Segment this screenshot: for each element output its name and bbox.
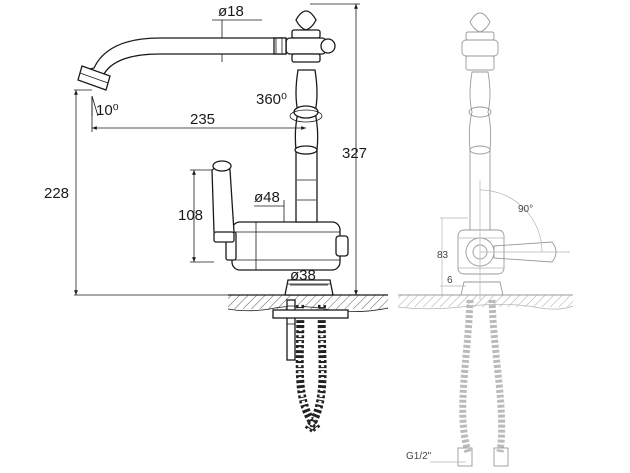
supply-hoses <box>272 299 349 433</box>
front-view: ø18 10⁰ 360⁰ 235 327 228 108 ø48 ø38 <box>44 3 389 433</box>
mixer-body <box>225 221 349 271</box>
dim-total-height: 327 <box>342 145 367 162</box>
side-view: 90° 83 6 G1/2" <box>397 12 574 467</box>
dim-reach: 235 <box>190 111 215 128</box>
side-countertop <box>397 294 574 310</box>
dim-body-height: 83 <box>437 250 449 261</box>
dim-lever-height: 108 <box>178 207 203 224</box>
side-supply-hoses <box>457 299 509 467</box>
lever-handle <box>211 160 235 243</box>
dimension-lines <box>74 3 360 296</box>
faucet-column <box>293 69 319 223</box>
dim-thread: G1/2" <box>406 451 432 462</box>
dim-outlet-diameter: ø18 <box>218 3 244 20</box>
spout <box>77 37 287 91</box>
side-dimension-lines <box>430 180 570 463</box>
faucet-head <box>285 10 336 63</box>
dim-lever-angle: 90° <box>518 204 533 215</box>
dim-outlet-angle: 10⁰ <box>96 102 119 119</box>
dim-outlet-height: 228 <box>44 185 69 202</box>
dim-swivel: 360⁰ <box>256 91 287 108</box>
dim-body-diameter: ø48 <box>254 189 280 206</box>
dim-base-diameter: ø38 <box>290 267 316 284</box>
countertop <box>227 294 389 312</box>
dim-base-height: 6 <box>447 275 453 286</box>
